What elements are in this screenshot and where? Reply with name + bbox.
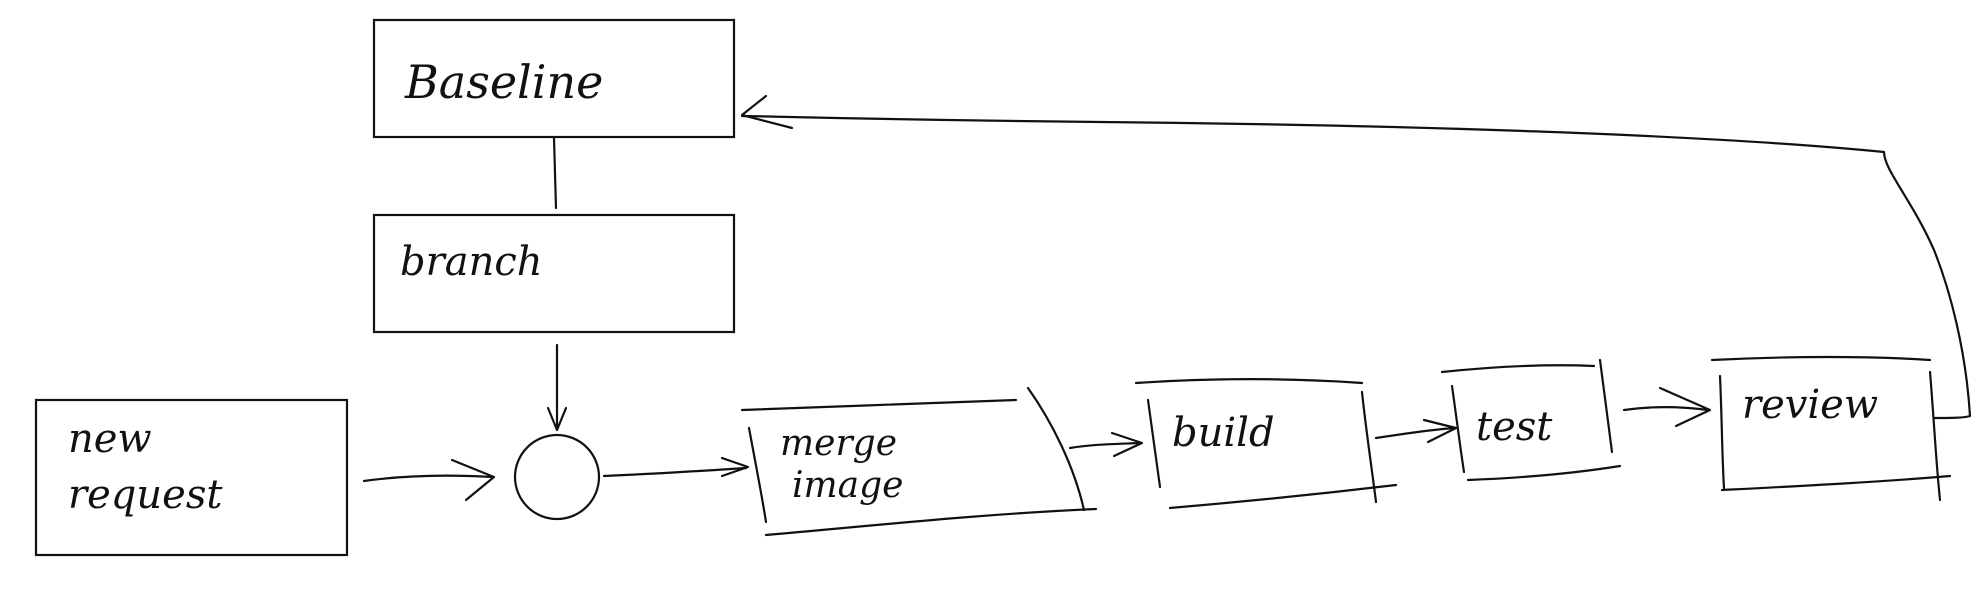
merge-image-box-bottom (764, 507, 1098, 537)
test-box-left (1450, 384, 1466, 474)
build-node: build (1134, 378, 1398, 510)
merge-image-box-left (747, 426, 768, 524)
merge-point-node (513, 433, 601, 521)
test-node: test (1440, 358, 1622, 482)
edge-build-test-arrowhead (1422, 418, 1458, 444)
edge-image-build-arrowhead (1110, 431, 1144, 458)
edge-baseline-branch (552, 136, 558, 210)
new-request-box (34, 398, 349, 557)
merge-image-label-line2: image (792, 465, 903, 506)
build-box-top (1134, 378, 1364, 385)
edge-build-test-line (1374, 426, 1456, 440)
edge-image-build-line (1068, 441, 1142, 450)
review-box-left (1718, 374, 1726, 490)
merge-image-label-line1: merge (780, 423, 897, 464)
review-node: review (1710, 355, 1952, 502)
merge-image-node: merge image (740, 386, 1098, 537)
review-box-bottom (1720, 474, 1952, 492)
test-label: test (1476, 404, 1553, 450)
new-request-label-line1: new (68, 416, 152, 462)
review-box-right (1928, 370, 1942, 502)
test-box-bottom (1466, 464, 1622, 482)
edge-branch-merge-point (546, 343, 568, 432)
edge-request-merge-line (362, 474, 494, 483)
edge-image-build (1068, 431, 1144, 458)
baseline-node: Baseline (372, 18, 736, 139)
merge-image-box-top (740, 398, 1018, 412)
branch-node: branch (372, 213, 736, 334)
test-box-top (1440, 364, 1596, 374)
branch-label: branch (400, 239, 543, 285)
new-request-label-line2: request (68, 472, 223, 518)
edge-build-test (1374, 418, 1458, 444)
edge-test-review-arrowhead (1658, 386, 1712, 428)
build-box-left (1146, 398, 1162, 489)
baseline-label: Baseline (404, 55, 603, 109)
edge-merge-point-image (602, 456, 750, 478)
build-label: build (1172, 410, 1275, 456)
edge-review-baseline-arrowhead (740, 94, 794, 130)
branch-box (372, 213, 736, 334)
edge-merge-point-image-line (602, 466, 748, 478)
merge-image-box-right (1026, 386, 1086, 512)
edge-request-merge-arrowhead (450, 458, 496, 502)
edge-branch-merge-arrowhead (546, 406, 568, 432)
edge-review-baseline (740, 94, 1972, 420)
edge-request-merge-point (362, 458, 496, 502)
edge-merge-point-image-arrowhead (720, 456, 750, 478)
test-box-right (1598, 358, 1614, 454)
review-box-top (1710, 355, 1932, 362)
edge-review-baseline-line (740, 114, 1972, 420)
new-request-node: new request (34, 398, 349, 557)
build-box-bottom (1168, 483, 1398, 510)
edge-test-review-line (1622, 405, 1710, 412)
review-label: review (1742, 382, 1878, 428)
build-box-right (1360, 390, 1378, 504)
edge-test-review (1622, 386, 1712, 428)
